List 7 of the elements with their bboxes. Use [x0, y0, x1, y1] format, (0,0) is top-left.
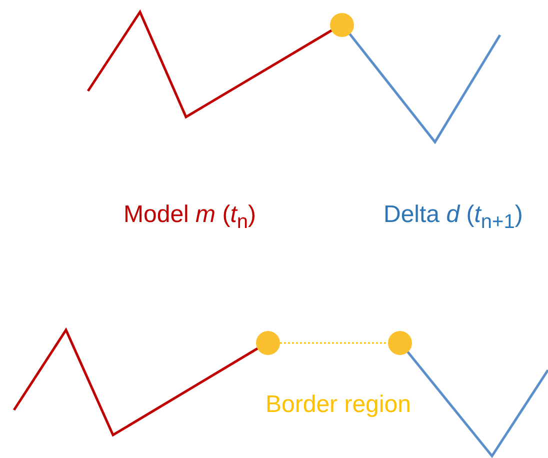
region-label: Border region [266, 393, 411, 417]
junction-dot [330, 13, 354, 37]
model-label: Model m (t$_{n}$) [124, 203, 256, 232]
delta-label: Delta d (t$_{n+1}$) [384, 203, 523, 232]
junction-dot [256, 331, 280, 355]
junction-dot [388, 331, 412, 355]
dotted-connector [280, 342, 388, 344]
